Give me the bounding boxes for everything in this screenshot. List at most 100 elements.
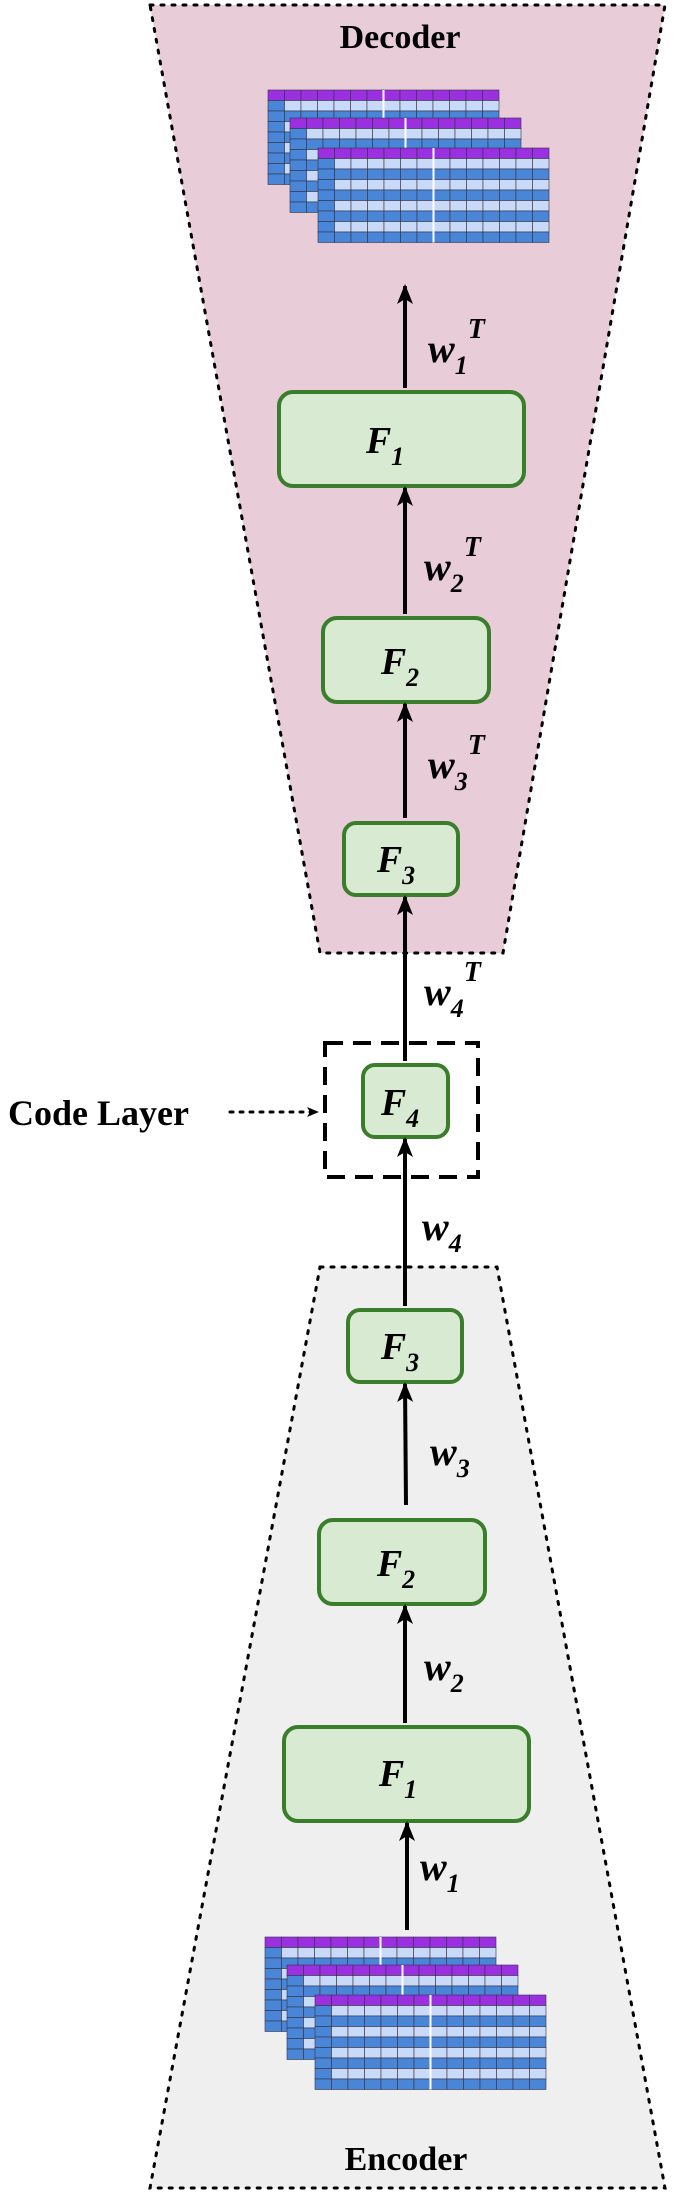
grid-cell bbox=[433, 221, 451, 233]
grid-cell bbox=[449, 100, 467, 112]
grid-cell bbox=[496, 2036, 514, 2048]
grid-cell bbox=[350, 89, 368, 101]
grid-cell bbox=[418, 1975, 436, 1987]
grid-cell bbox=[363, 1947, 381, 1959]
weight-label-w3: w3 bbox=[430, 1429, 470, 1483]
grid-cell bbox=[367, 221, 385, 233]
grid-cell bbox=[512, 2078, 530, 2090]
grid-cell bbox=[314, 1936, 332, 1948]
grid-cell bbox=[413, 2026, 431, 2038]
grid-cell bbox=[364, 2015, 382, 2027]
grid-cell bbox=[331, 2057, 349, 2069]
grid-cell bbox=[264, 2010, 282, 2022]
grid-cell bbox=[429, 1947, 447, 1959]
grid-cell bbox=[446, 2068, 464, 2080]
grid-cell bbox=[449, 231, 467, 243]
grid-cell bbox=[496, 2068, 514, 2080]
grid-cell bbox=[430, 2036, 448, 2048]
grid-cell bbox=[300, 89, 318, 101]
grid-cell bbox=[317, 100, 335, 112]
encoder-title: Encoder bbox=[345, 2141, 468, 2178]
grid-cell bbox=[289, 159, 307, 171]
grid-cell bbox=[339, 117, 357, 129]
grid-cell bbox=[449, 210, 467, 222]
grid-cell bbox=[286, 1964, 304, 1976]
grid-cell bbox=[380, 2047, 398, 2059]
grid-cell bbox=[479, 2026, 497, 2038]
weight-label-w3T: w3T bbox=[428, 730, 487, 796]
grid-cell bbox=[347, 1994, 365, 2006]
grid-cell bbox=[529, 2068, 547, 2080]
grid-cell bbox=[319, 1964, 337, 1976]
grid-cell bbox=[499, 200, 517, 212]
grid-cell bbox=[504, 117, 522, 129]
grid-cell bbox=[529, 2057, 547, 2069]
grid-cell bbox=[446, 1994, 464, 2006]
grid-cell bbox=[463, 2047, 481, 2059]
grid-cell bbox=[482, 100, 500, 112]
grid-cell bbox=[267, 121, 285, 133]
grid-cell bbox=[330, 1947, 348, 1959]
grid-cell bbox=[446, 2057, 464, 2069]
grid-cell bbox=[479, 1936, 497, 1948]
grid-cell bbox=[402, 1964, 420, 1976]
grid-cell bbox=[383, 221, 401, 233]
grid-cell bbox=[284, 89, 302, 101]
grid-cell bbox=[264, 1947, 282, 1959]
grid-cell bbox=[446, 2015, 464, 2027]
grid-cell bbox=[317, 89, 335, 101]
grid-cell bbox=[264, 1999, 282, 2011]
grid-cell bbox=[466, 189, 484, 201]
grid-cell bbox=[264, 1957, 282, 1969]
grid-cell bbox=[471, 128, 489, 140]
grid-cell bbox=[512, 2026, 530, 2038]
grid-cell bbox=[350, 147, 368, 159]
grid-cell bbox=[515, 189, 533, 201]
grid-cell bbox=[465, 89, 483, 101]
grid-cell bbox=[317, 221, 335, 233]
grid-cell bbox=[380, 2078, 398, 2090]
grid-cell bbox=[466, 158, 484, 170]
grid-cell bbox=[454, 117, 472, 129]
grid-cell bbox=[364, 2057, 382, 2069]
grid-cell bbox=[366, 89, 384, 101]
grid-cell bbox=[413, 2036, 431, 2048]
grid-cell bbox=[347, 2057, 365, 2069]
grid-cell bbox=[446, 2026, 464, 2038]
grid-cell bbox=[466, 147, 484, 159]
grid-cell bbox=[300, 100, 318, 112]
grid-cell bbox=[496, 2005, 514, 2017]
grid-cell bbox=[286, 2038, 304, 2050]
grid-cell bbox=[532, 147, 550, 159]
grid-cell bbox=[435, 1964, 453, 1976]
grid-cell bbox=[466, 168, 484, 180]
grid-cell bbox=[334, 210, 352, 222]
grid-cell bbox=[504, 128, 522, 140]
grid-cell bbox=[347, 2005, 365, 2017]
grid-cell bbox=[322, 128, 340, 140]
grid-cell bbox=[289, 138, 307, 150]
grid-cell bbox=[429, 1936, 447, 1948]
grid-cell bbox=[482, 89, 500, 101]
grid-cell bbox=[413, 1994, 431, 2006]
grid-cell bbox=[264, 1936, 282, 1948]
grid-cell bbox=[367, 168, 385, 180]
grid-cell bbox=[446, 1947, 464, 1959]
grid-cell bbox=[355, 128, 373, 140]
grid-cell bbox=[336, 1975, 354, 1987]
decoder-output-grid-stack bbox=[267, 89, 550, 243]
grid-cell bbox=[289, 128, 307, 140]
grid-cell bbox=[383, 210, 401, 222]
grid-cell bbox=[416, 168, 434, 180]
grid-cell bbox=[380, 1994, 398, 2006]
grid-cell bbox=[515, 158, 533, 170]
grid-cell bbox=[367, 231, 385, 243]
grid-cell bbox=[446, 2047, 464, 2059]
grid-cell bbox=[400, 231, 418, 243]
grid-cell bbox=[529, 2005, 547, 2017]
grid-cell bbox=[512, 2047, 530, 2059]
grid-cell bbox=[462, 1947, 480, 1959]
grid-cell bbox=[347, 2047, 365, 2059]
grid-cell bbox=[484, 1964, 502, 1976]
encoder-node-f3: F3 bbox=[346, 1308, 464, 1384]
